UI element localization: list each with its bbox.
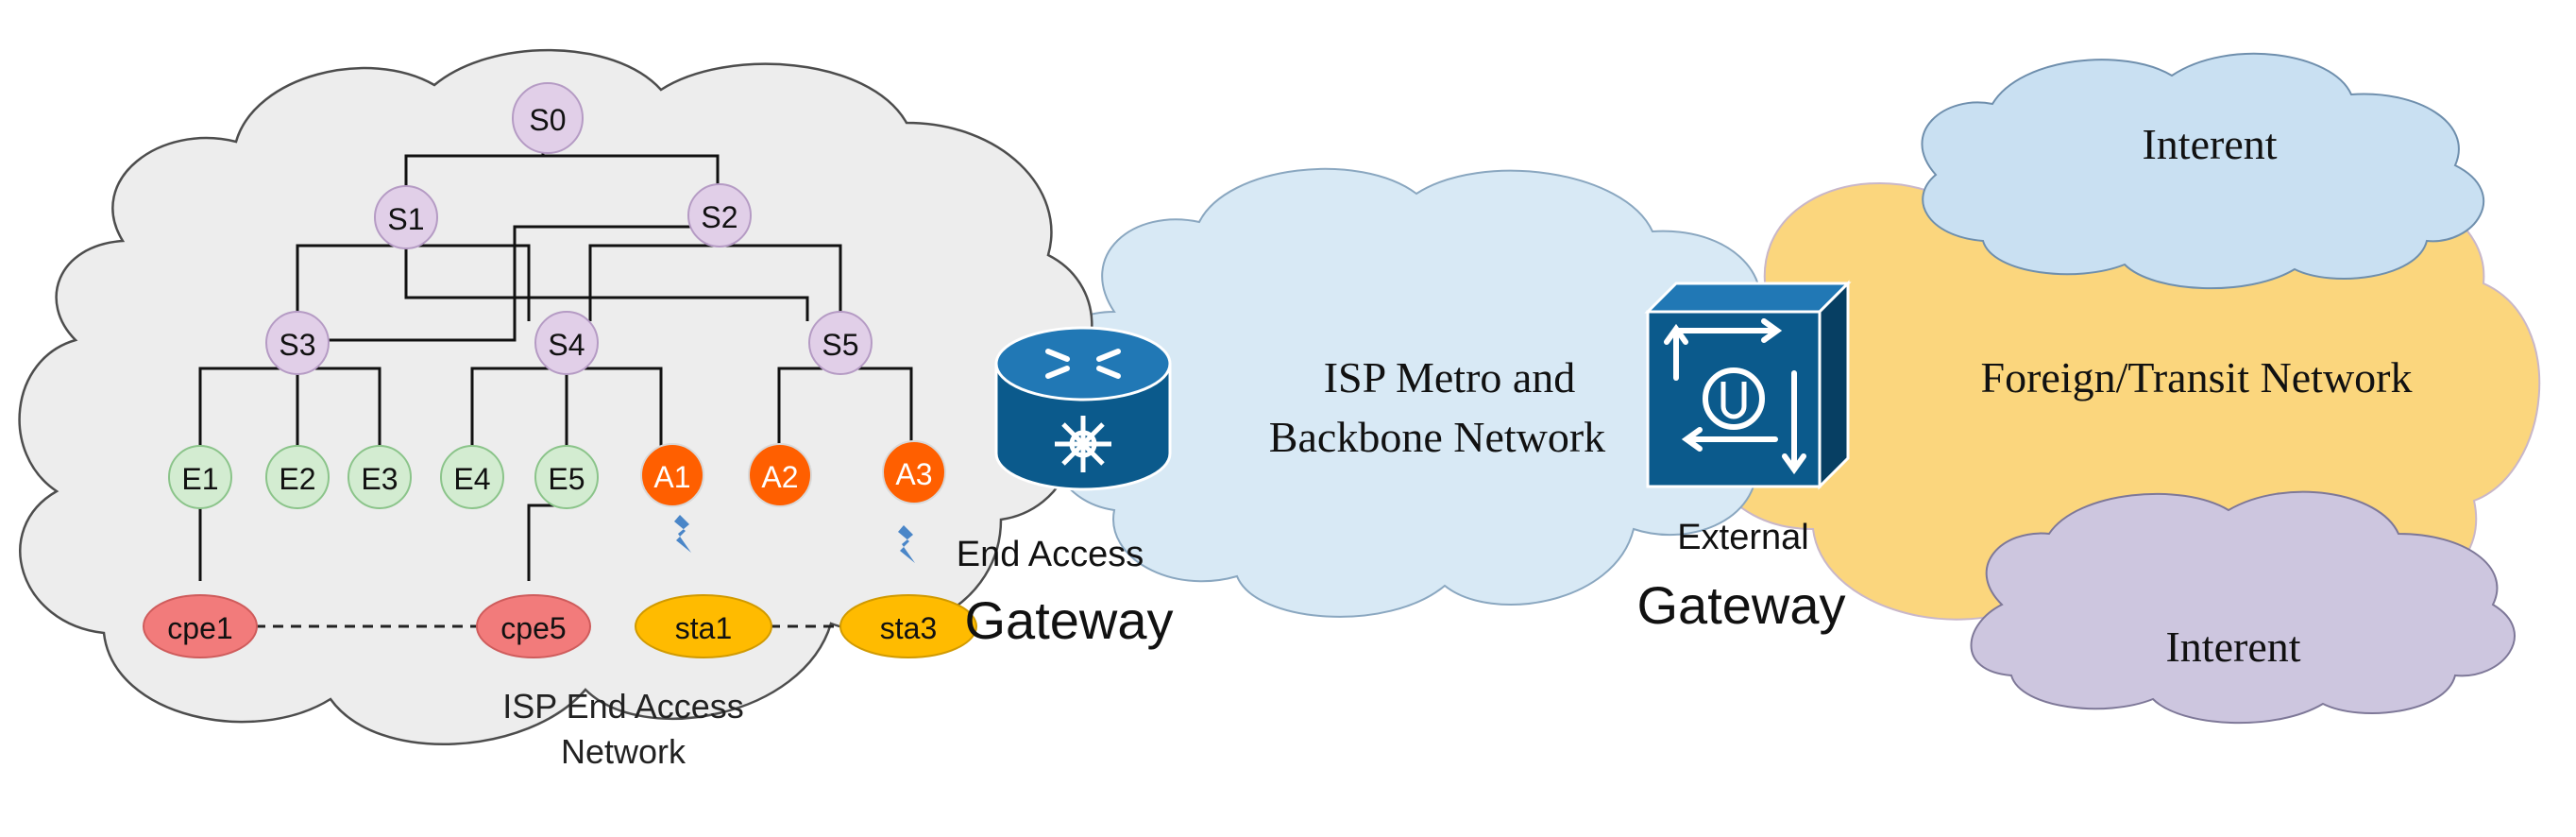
external-gateway-icon [1644,280,1852,490]
svg-text:End Access: End Access [957,535,1144,574]
svg-text:A2: A2 [761,460,798,494]
svg-text:E4: E4 [453,462,490,496]
tree-links [198,113,913,581]
svg-text:ISP End Access: ISP End Access [502,687,743,726]
metro-backbone-label: ISP Metro and Backbone Network [1269,353,1605,461]
transit-network-label: Foreign/Transit Network [1980,353,2412,401]
router-icon [994,326,1172,491]
end-access-cloud [18,48,1093,745]
node-e5: E5 [534,445,599,509]
node-e3: E3 [347,445,412,509]
node-cpe5: cpe5 [476,594,591,658]
node-s4: S4 [534,311,599,375]
metro-backbone-cloud [1049,167,1804,618]
svg-text:External: External [1677,518,1808,557]
svg-text:A1: A1 [653,460,690,494]
svg-text:S1: S1 [387,202,424,236]
svg-text:sta3: sta3 [880,611,937,645]
end-access-network-label: ISP End Access Network [502,687,743,771]
svg-text:S2: S2 [701,200,737,234]
svg-text:S5: S5 [822,328,858,362]
svg-text:sta1: sta1 [675,611,732,645]
svg-text:S0: S0 [529,103,566,137]
internet-top-label: Interent [2142,120,2277,168]
svg-text:S4: S4 [548,328,585,362]
svg-text:E2: E2 [279,462,315,496]
wireless-icon [674,515,691,553]
node-cpe1: cpe1 [143,594,258,658]
node-a1: A1 [640,443,704,507]
node-s2: S2 [687,183,752,248]
svg-text:E5: E5 [548,462,585,496]
svg-text:S3: S3 [279,328,315,362]
svg-text:E3: E3 [361,462,398,496]
internet-top-cloud [1921,52,2485,290]
svg-text:cpe1: cpe1 [167,611,232,645]
node-s3: S3 [265,311,330,375]
svg-text:E1: E1 [181,462,218,496]
node-s0: S0 [512,82,584,154]
svg-text:cpe5: cpe5 [500,611,566,645]
svg-text:Backbone Network: Backbone Network [1269,413,1605,461]
end-access-gateway-label: End Access Gateway [957,535,1174,650]
svg-text:A3: A3 [895,457,932,491]
wireless-icon [898,525,915,563]
node-s5: S5 [808,311,873,375]
node-a2: A2 [748,443,812,507]
external-gateway-label: External Gateway [1637,518,1846,635]
node-e1: E1 [168,445,232,509]
svg-text:Gateway: Gateway [1637,575,1846,635]
internet-bottom-cloud [1970,490,2516,725]
svg-text:ISP Metro and: ISP Metro and [1324,353,1576,401]
node-e2: E2 [265,445,330,509]
svg-text:Gateway: Gateway [965,590,1174,650]
svg-text:Network: Network [561,732,686,771]
node-s1: S1 [374,185,438,249]
node-sta3: sta3 [839,594,977,658]
internet-bottom-label: Interent [2165,623,2300,671]
node-a3: A3 [882,440,946,504]
node-e4: E4 [440,445,504,509]
node-sta1: sta1 [635,594,772,658]
